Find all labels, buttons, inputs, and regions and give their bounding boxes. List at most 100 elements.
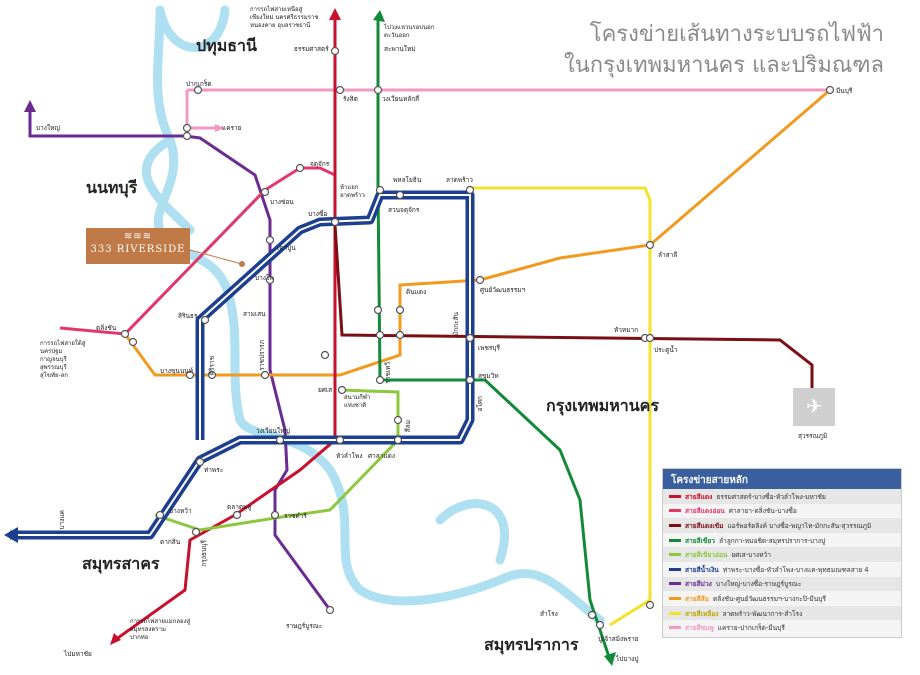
station-dot[interactable] — [330, 217, 340, 227]
station-dot[interactable] — [128, 337, 138, 347]
station-dot[interactable] — [395, 305, 405, 315]
station-label[interactable]: ดินแดง — [406, 288, 427, 296]
station-label[interactable]: บางซื่อ — [308, 210, 328, 218]
station-dot[interactable] — [825, 85, 835, 95]
station-dot[interactable] — [375, 375, 385, 385]
station-dot[interactable] — [207, 370, 217, 380]
station-dot[interactable] — [393, 415, 403, 425]
station-label[interactable]: สีลม — [404, 420, 412, 433]
station-label[interactable]: จตุจักร — [310, 160, 330, 168]
station-dot[interactable] — [270, 510, 280, 520]
station-dot[interactable] — [260, 370, 270, 380]
station-dot[interactable] — [395, 330, 405, 340]
station-dot[interactable] — [232, 510, 242, 520]
station-dot[interactable] — [465, 375, 475, 385]
station-dot[interactable] — [645, 240, 655, 250]
station-label[interactable]: วงเวียนหลักสี่ — [382, 95, 420, 103]
station-label[interactable]: เพชรบุรี — [478, 344, 501, 352]
station-dot[interactable] — [475, 275, 485, 285]
station-label[interactable]: วงเวียนใหญ่ — [256, 427, 290, 435]
station-dot[interactable] — [375, 330, 385, 340]
station-label[interactable]: บางซ่อน — [270, 198, 294, 206]
station-label[interactable]: ไปบางปู — [616, 655, 639, 663]
station-label[interactable]: ราชเทวี — [384, 362, 392, 384]
station-label[interactable]: ตลาดพลู — [227, 503, 252, 511]
station-dot[interactable] — [595, 620, 605, 630]
station-label[interactable]: เตาปูน — [277, 244, 296, 252]
station-dot[interactable] — [185, 370, 195, 380]
station-markers — [120, 46, 835, 630]
station-label[interactable]: แคราย — [222, 124, 242, 132]
station-label[interactable]: สิรินธร — [178, 312, 198, 320]
station-label[interactable]: บางหว้า — [169, 507, 192, 515]
station-label[interactable]: ศูนย์วัฒนธรรมฯ — [480, 286, 526, 294]
station-label[interactable]: ศาลาแดง — [368, 452, 395, 460]
station-label[interactable]: มีนบุรี — [836, 87, 853, 95]
station-dot[interactable] — [320, 350, 330, 360]
station-label[interactable]: บางใหญ่ — [36, 124, 60, 132]
station-dot[interactable] — [645, 600, 655, 610]
station-label[interactable]: สุขุมวิท — [478, 372, 499, 380]
station-dot[interactable] — [155, 510, 165, 520]
station-label[interactable]: ปากเกร็ด — [186, 80, 212, 88]
station-label[interactable]: ลำสาลี — [658, 251, 678, 259]
station-label[interactable]: ประตูน้ำ — [654, 346, 678, 354]
station-label[interactable]: บางขุนนนท์ — [160, 367, 194, 375]
station-dot[interactable] — [325, 605, 335, 615]
station-dot[interactable] — [393, 435, 403, 445]
station-label[interactable]: ปู่เจ้าสมิงพราย — [598, 635, 639, 643]
station-label[interactable]: สามเสน — [243, 310, 266, 318]
station-label[interactable]: กรุงธนบุรี — [200, 540, 208, 567]
station-label[interactable]: ห้าแยก ลาดพร้าว — [340, 184, 365, 199]
station-dot[interactable] — [295, 163, 305, 173]
station-dot[interactable] — [193, 85, 203, 95]
station-label[interactable]: ท่าพระ — [204, 466, 224, 474]
station-dot[interactable] — [182, 123, 192, 133]
station-dot[interactable] — [465, 333, 475, 343]
station-label[interactable]: บางแค — [58, 510, 66, 530]
station-dot[interactable] — [645, 333, 655, 343]
legend-line-name: สายสีส้ม — [685, 594, 709, 603]
station-dot[interactable] — [195, 457, 205, 467]
station-dot[interactable] — [120, 329, 130, 339]
station-label[interactable]: ลาดพร้าว — [446, 176, 473, 184]
station-dot[interactable] — [330, 46, 340, 56]
station-dot[interactable] — [275, 435, 285, 445]
station-label[interactable]: บางโพ — [255, 274, 274, 282]
station-dot[interactable] — [375, 185, 385, 195]
station-label[interactable]: รังสิต — [343, 95, 358, 103]
station-dot[interactable] — [587, 610, 597, 620]
station-dot[interactable] — [373, 85, 383, 95]
airport-label[interactable]: สุวรรณภูมิ — [798, 432, 828, 440]
station-label[interactable]: ตลิ่งชัน — [96, 324, 117, 332]
station-dot[interactable] — [265, 275, 275, 285]
station-label[interactable]: มักกะสัน — [452, 312, 460, 337]
station-dot[interactable] — [337, 385, 347, 395]
station-label[interactable]: ธรรมศาสตร์ — [294, 45, 329, 53]
station-label[interactable]: ยศเส — [318, 386, 333, 394]
station-label[interactable]: สนามกีฬา แห่งชาติ — [344, 394, 371, 409]
station-dot[interactable] — [260, 187, 270, 197]
station-dot[interactable] — [191, 527, 201, 537]
station-label[interactable]: ราชดำริ — [284, 512, 307, 520]
station-dot[interactable] — [465, 185, 475, 195]
station-label[interactable]: สำโรง — [540, 610, 558, 618]
station-dot[interactable] — [373, 305, 383, 315]
station-label[interactable]: ราชปรารภ — [258, 340, 266, 371]
station-dot[interactable] — [335, 85, 345, 95]
station-dot[interactable] — [335, 435, 345, 445]
station-dot[interactable] — [395, 190, 405, 200]
station-label[interactable]: ราษฎร์บูรณะ — [286, 622, 323, 630]
station-label[interactable]: หัวลำโพง — [336, 452, 363, 460]
station-dot[interactable] — [200, 315, 210, 325]
station-label[interactable]: สะพานใหม่ — [384, 45, 416, 53]
station-dot[interactable] — [265, 235, 275, 245]
station-label[interactable]: หัวหมาก — [614, 326, 639, 334]
station-label[interactable]: อโศก — [476, 396, 484, 412]
station-label[interactable]: พหลโยธิน — [393, 176, 422, 184]
station-label[interactable]: ศิริราช — [208, 356, 216, 376]
station-label[interactable]: สวนจตุจักร — [388, 206, 420, 214]
station-dot[interactable] — [182, 131, 192, 141]
station-label[interactable]: ไปมหาชัย — [64, 650, 92, 658]
station-label[interactable]: ตากสิน — [160, 538, 181, 546]
